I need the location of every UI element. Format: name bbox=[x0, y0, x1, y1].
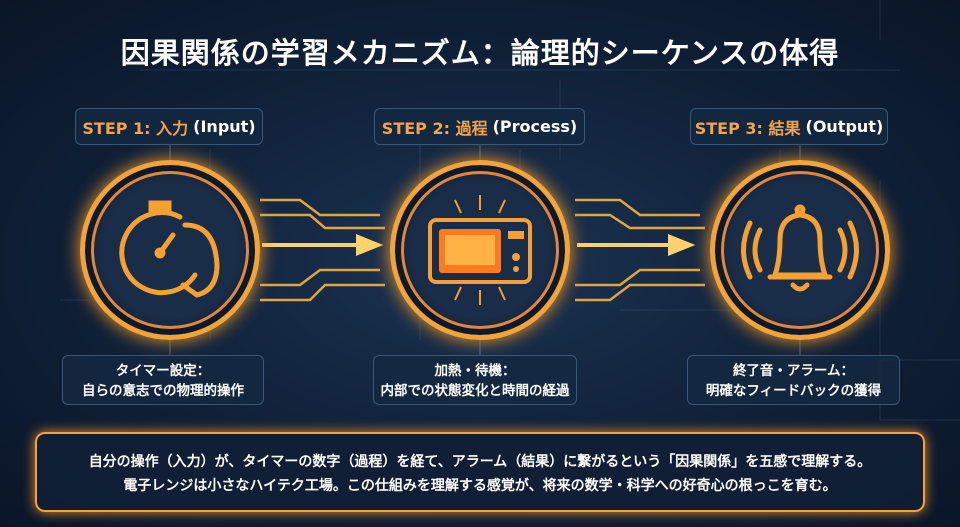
bell-icon bbox=[741, 204, 859, 292]
step-1-label: STEP 1: 入力(Input) bbox=[75, 108, 263, 145]
page-title: 因果関係の学習メカニズム：論理的シーケンスの体得 bbox=[120, 36, 840, 70]
step-1-description: タイマー設定：自らの意志での物理的操作 bbox=[62, 355, 264, 405]
summary-line-2: 電子レンジは小さなハイテク工場。この仕組みを理解する感覚が、将来の数学・科学への… bbox=[123, 478, 837, 494]
step-3-circle bbox=[710, 160, 890, 340]
summary-panel: 自分の操作（入力）が、タイマーの数字（過程）を経て、アラーム（結果）に繋がるとい… bbox=[35, 432, 925, 512]
timer-hand-icon bbox=[119, 200, 220, 298]
step-2-label: STEP 2: 過程(Process) bbox=[374, 108, 585, 145]
step-2-description: 加熱・待機：内部での状態変化と時間の経過 bbox=[373, 355, 577, 405]
step-3-description: 終了音・アラーム：明確なフィードバックの獲得 bbox=[687, 355, 900, 405]
step-2-circle bbox=[390, 160, 570, 340]
step-3-label: STEP 3: 結果(Output) bbox=[690, 108, 888, 145]
step-1-circle bbox=[80, 160, 260, 340]
summary-line-1: 自分の操作（入力）が、タイマーの数字（過程）を経て、アラーム（結果）に繋がるとい… bbox=[88, 454, 872, 470]
microwave-icon bbox=[428, 195, 532, 305]
